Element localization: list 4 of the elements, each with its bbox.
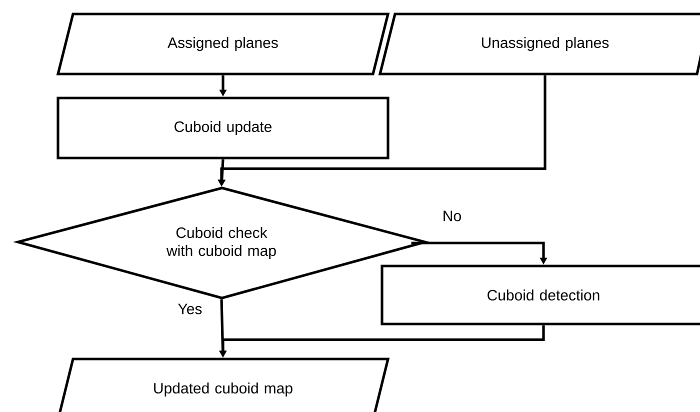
process-box: Cuboid detection bbox=[380, 264, 700, 326]
edge-label: Yes bbox=[176, 302, 204, 316]
edge-label: No bbox=[441, 210, 463, 222]
process-box: Cuboid update bbox=[56, 96, 390, 160]
